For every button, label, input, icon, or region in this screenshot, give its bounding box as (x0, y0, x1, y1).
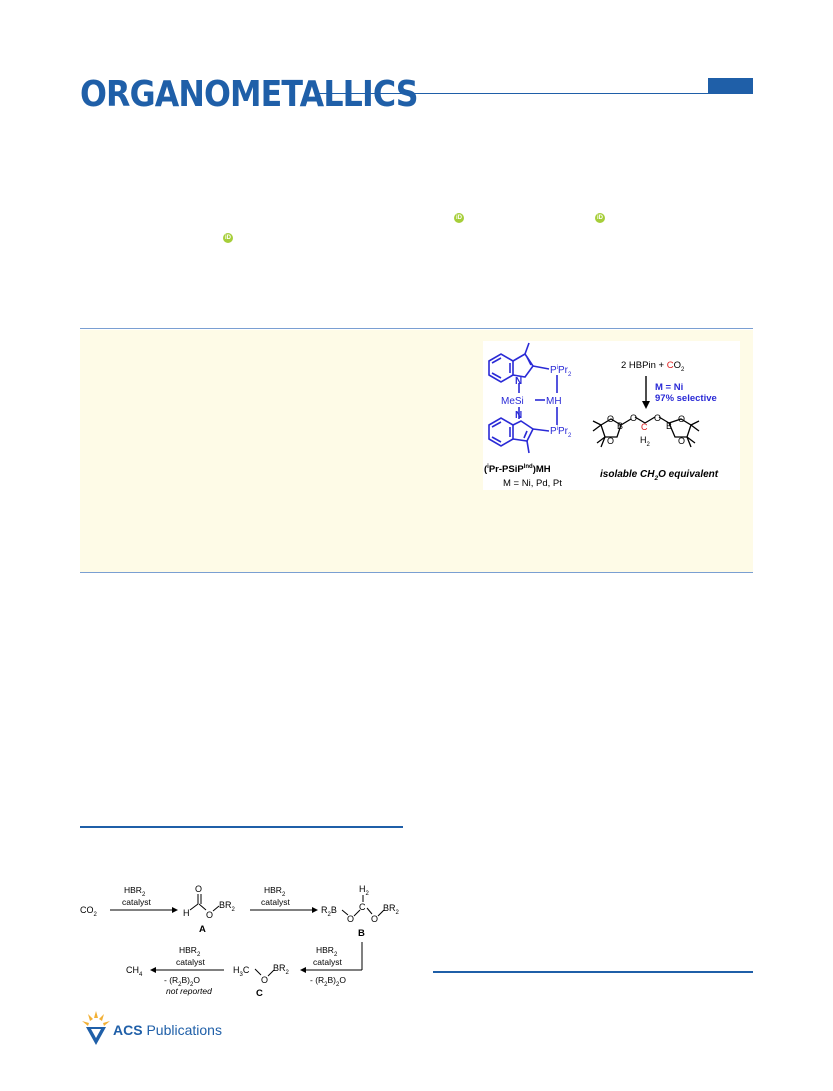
svg-text:O: O (678, 436, 685, 446)
svg-text:isolable CH2O equivalent: isolable CH2O equivalent (600, 469, 719, 482)
svg-text:PiPr2: PiPr2 (550, 365, 572, 378)
header-tab (708, 78, 753, 94)
svg-text:catalyst: catalyst (313, 957, 342, 967)
svg-text:MeSi: MeSi (501, 396, 524, 407)
svg-text:O: O (261, 975, 268, 985)
journal-title: ORGANOMETALLICS (80, 74, 419, 115)
svg-text:2 HBPin + CO2: 2 HBPin + CO2 (621, 360, 685, 373)
svg-text:M = Ni: M = Ni (655, 382, 683, 393)
column-rule-right (433, 971, 753, 973)
svg-text:R2B: R2B (321, 905, 337, 918)
orcid-icon[interactable]: iD (223, 233, 233, 243)
header-rule (318, 93, 710, 94)
abstract-bottom-rule (80, 572, 753, 573)
svg-text:O: O (347, 914, 354, 924)
svg-text:CO2: CO2 (80, 905, 98, 918)
svg-text:C: C (359, 902, 366, 912)
svg-text:BR2: BR2 (273, 963, 290, 976)
svg-text:O: O (678, 414, 685, 424)
svg-text:- (R2B)2O: - (R2B)2O (310, 975, 346, 988)
orcid-icon[interactable]: iD (454, 213, 464, 223)
svg-text:HBR2: HBR2 (264, 885, 286, 898)
svg-text:- (R2B)2O: - (R2B)2O (164, 975, 200, 988)
svg-text:BR2: BR2 (219, 900, 236, 913)
svg-text:H2: H2 (640, 435, 651, 448)
svg-text:A: A (199, 924, 206, 935)
column-rule (80, 826, 403, 828)
publisher-logo-text[interactable]: ACS Publications (113, 1022, 222, 1038)
svg-text:PiPr2: PiPr2 (550, 426, 572, 439)
svg-text:catalyst: catalyst (176, 957, 205, 967)
svg-text:catalyst: catalyst (261, 897, 290, 907)
acs-logo-icon[interactable] (80, 1011, 112, 1047)
svg-text:H: H (183, 908, 190, 918)
svg-text:O: O (630, 413, 637, 423)
svg-text:MH: MH (546, 396, 562, 407)
svg-text:not reported: not reported (166, 986, 212, 996)
svg-text:HBR2: HBR2 (124, 885, 146, 898)
reaction-scheme: CO2 HBR2 catalyst H O O BR2 A HBR2 catal… (80, 884, 400, 999)
svg-text:catalyst: catalyst (122, 897, 151, 907)
svg-text:97% selective: 97% selective (655, 393, 717, 404)
svg-text:BR2: BR2 (383, 903, 400, 916)
svg-text:B: B (666, 421, 672, 431)
svg-text:O: O (607, 436, 614, 446)
svg-text:N: N (515, 376, 522, 387)
svg-text:HBR2: HBR2 (179, 945, 201, 958)
svg-text:O: O (607, 414, 614, 424)
toc-graphic-svg: PiPr2 N MeSi MH N PiPr2 (iPr-PSiPInd)MH … (484, 342, 719, 489)
svg-text:M = Ni, Pd, Pt: M = Ni, Pd, Pt (503, 478, 562, 489)
svg-text:B: B (617, 421, 623, 431)
svg-text:H2: H2 (359, 884, 370, 897)
toc-graphic: PiPr2 N MeSi MH N PiPr2 (iPr-PSiPInd)MH … (483, 341, 740, 490)
svg-text:O: O (206, 910, 213, 920)
svg-text:O: O (195, 884, 202, 894)
svg-text:C: C (256, 988, 263, 999)
svg-text:O: O (654, 413, 661, 423)
svg-text:(iPr-PSiPInd)MH: (iPr-PSiPInd)MH (484, 464, 551, 475)
abstract-top-rule (80, 328, 753, 329)
orcid-icon[interactable]: iD (595, 213, 605, 223)
svg-text:HBR2: HBR2 (316, 945, 338, 958)
svg-text:N: N (515, 410, 522, 421)
svg-text:H3C: H3C (233, 965, 250, 978)
svg-text:C: C (641, 422, 648, 432)
svg-text:O: O (371, 914, 378, 924)
svg-text:B: B (358, 928, 365, 939)
svg-text:CH4: CH4 (126, 965, 143, 978)
